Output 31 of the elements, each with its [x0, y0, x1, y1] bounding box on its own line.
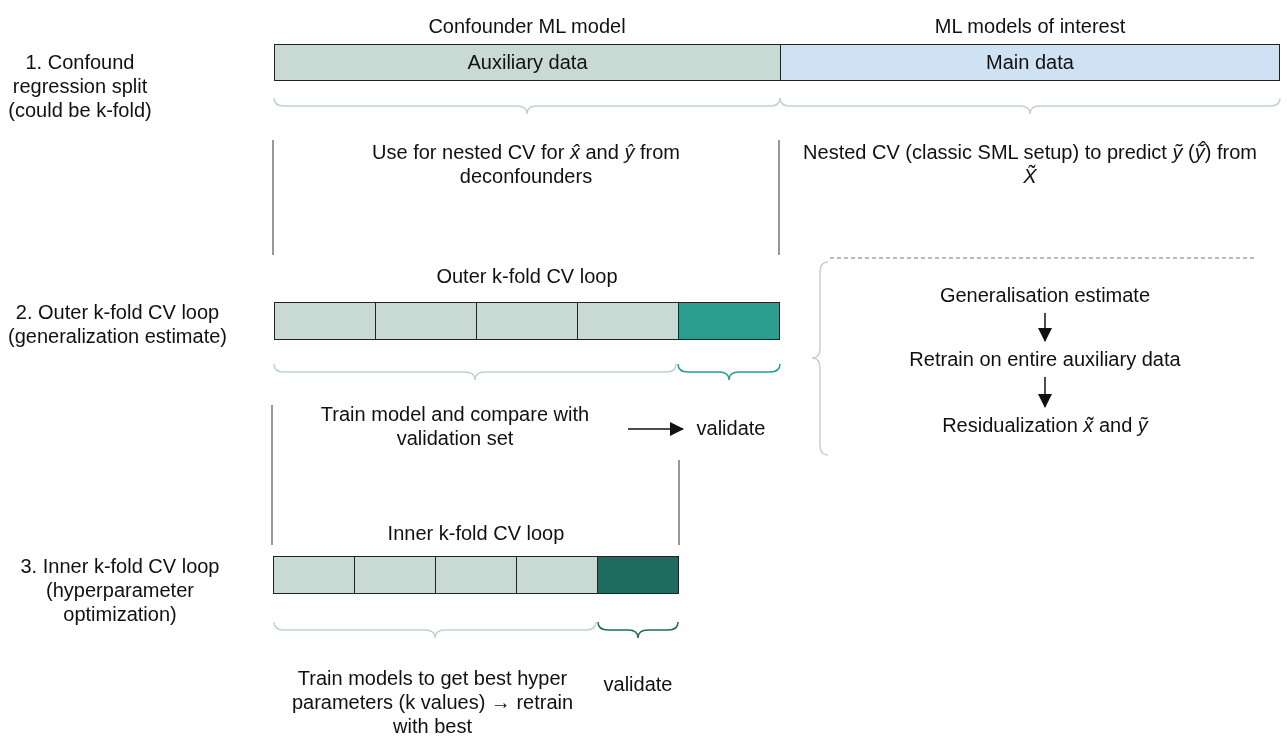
- fold-segment: [375, 302, 477, 340]
- step-text: Retrain on entire auxiliary data: [868, 347, 1222, 373]
- fold-segment: [678, 302, 780, 340]
- description-text: Use for nested CV for x̂ and ŷ from deconfounders: [371, 140, 681, 188]
- bar-title: Outer k-fold CV loop: [435, 264, 619, 288]
- fold-segment: [597, 556, 679, 594]
- fold-segment: [516, 556, 598, 594]
- arrow: [1038, 376, 1052, 408]
- fold-segment: [274, 302, 376, 340]
- description-text: Nested CV (classic SML setup) to predict ỹ (ỹ̂) from X̃: [802, 140, 1258, 188]
- fold-segment: [476, 302, 578, 340]
- step-heading: 2. Outer k-fold CV loop (generalization estimate): [7, 300, 228, 348]
- data-bar: Auxiliary data: [274, 44, 781, 81]
- fold-segment: [273, 556, 355, 594]
- validate-text: validate: [602, 672, 674, 696]
- column-heading: Confounder ML model: [427, 14, 627, 38]
- data-bar: Main data: [780, 44, 1280, 81]
- step-text: Residualization x̃ and ỹ: [880, 413, 1210, 443]
- arrow: [627, 422, 684, 436]
- step-text: Train model and compare with validation set: [282, 402, 628, 452]
- validate-text: validate: [683, 416, 779, 442]
- fold-segment: [435, 556, 517, 594]
- fold-segment: [354, 556, 436, 594]
- step-heading: 3. Inner k-fold CV loop (hyperparameter optimization): [19, 554, 221, 626]
- bar-title: Inner k-fold CV loop: [386, 521, 566, 545]
- arrow: [1038, 312, 1052, 342]
- column-heading: ML models of interest: [933, 14, 1127, 38]
- description-text: Train models to get best hyper parameters (k values) → retrain with best: [290, 666, 575, 738]
- step-text: Generalisation estimate: [880, 283, 1210, 309]
- fold-segment: [577, 302, 679, 340]
- step-heading: 1. Confound regression split (could be k-fold): [7, 50, 153, 122]
